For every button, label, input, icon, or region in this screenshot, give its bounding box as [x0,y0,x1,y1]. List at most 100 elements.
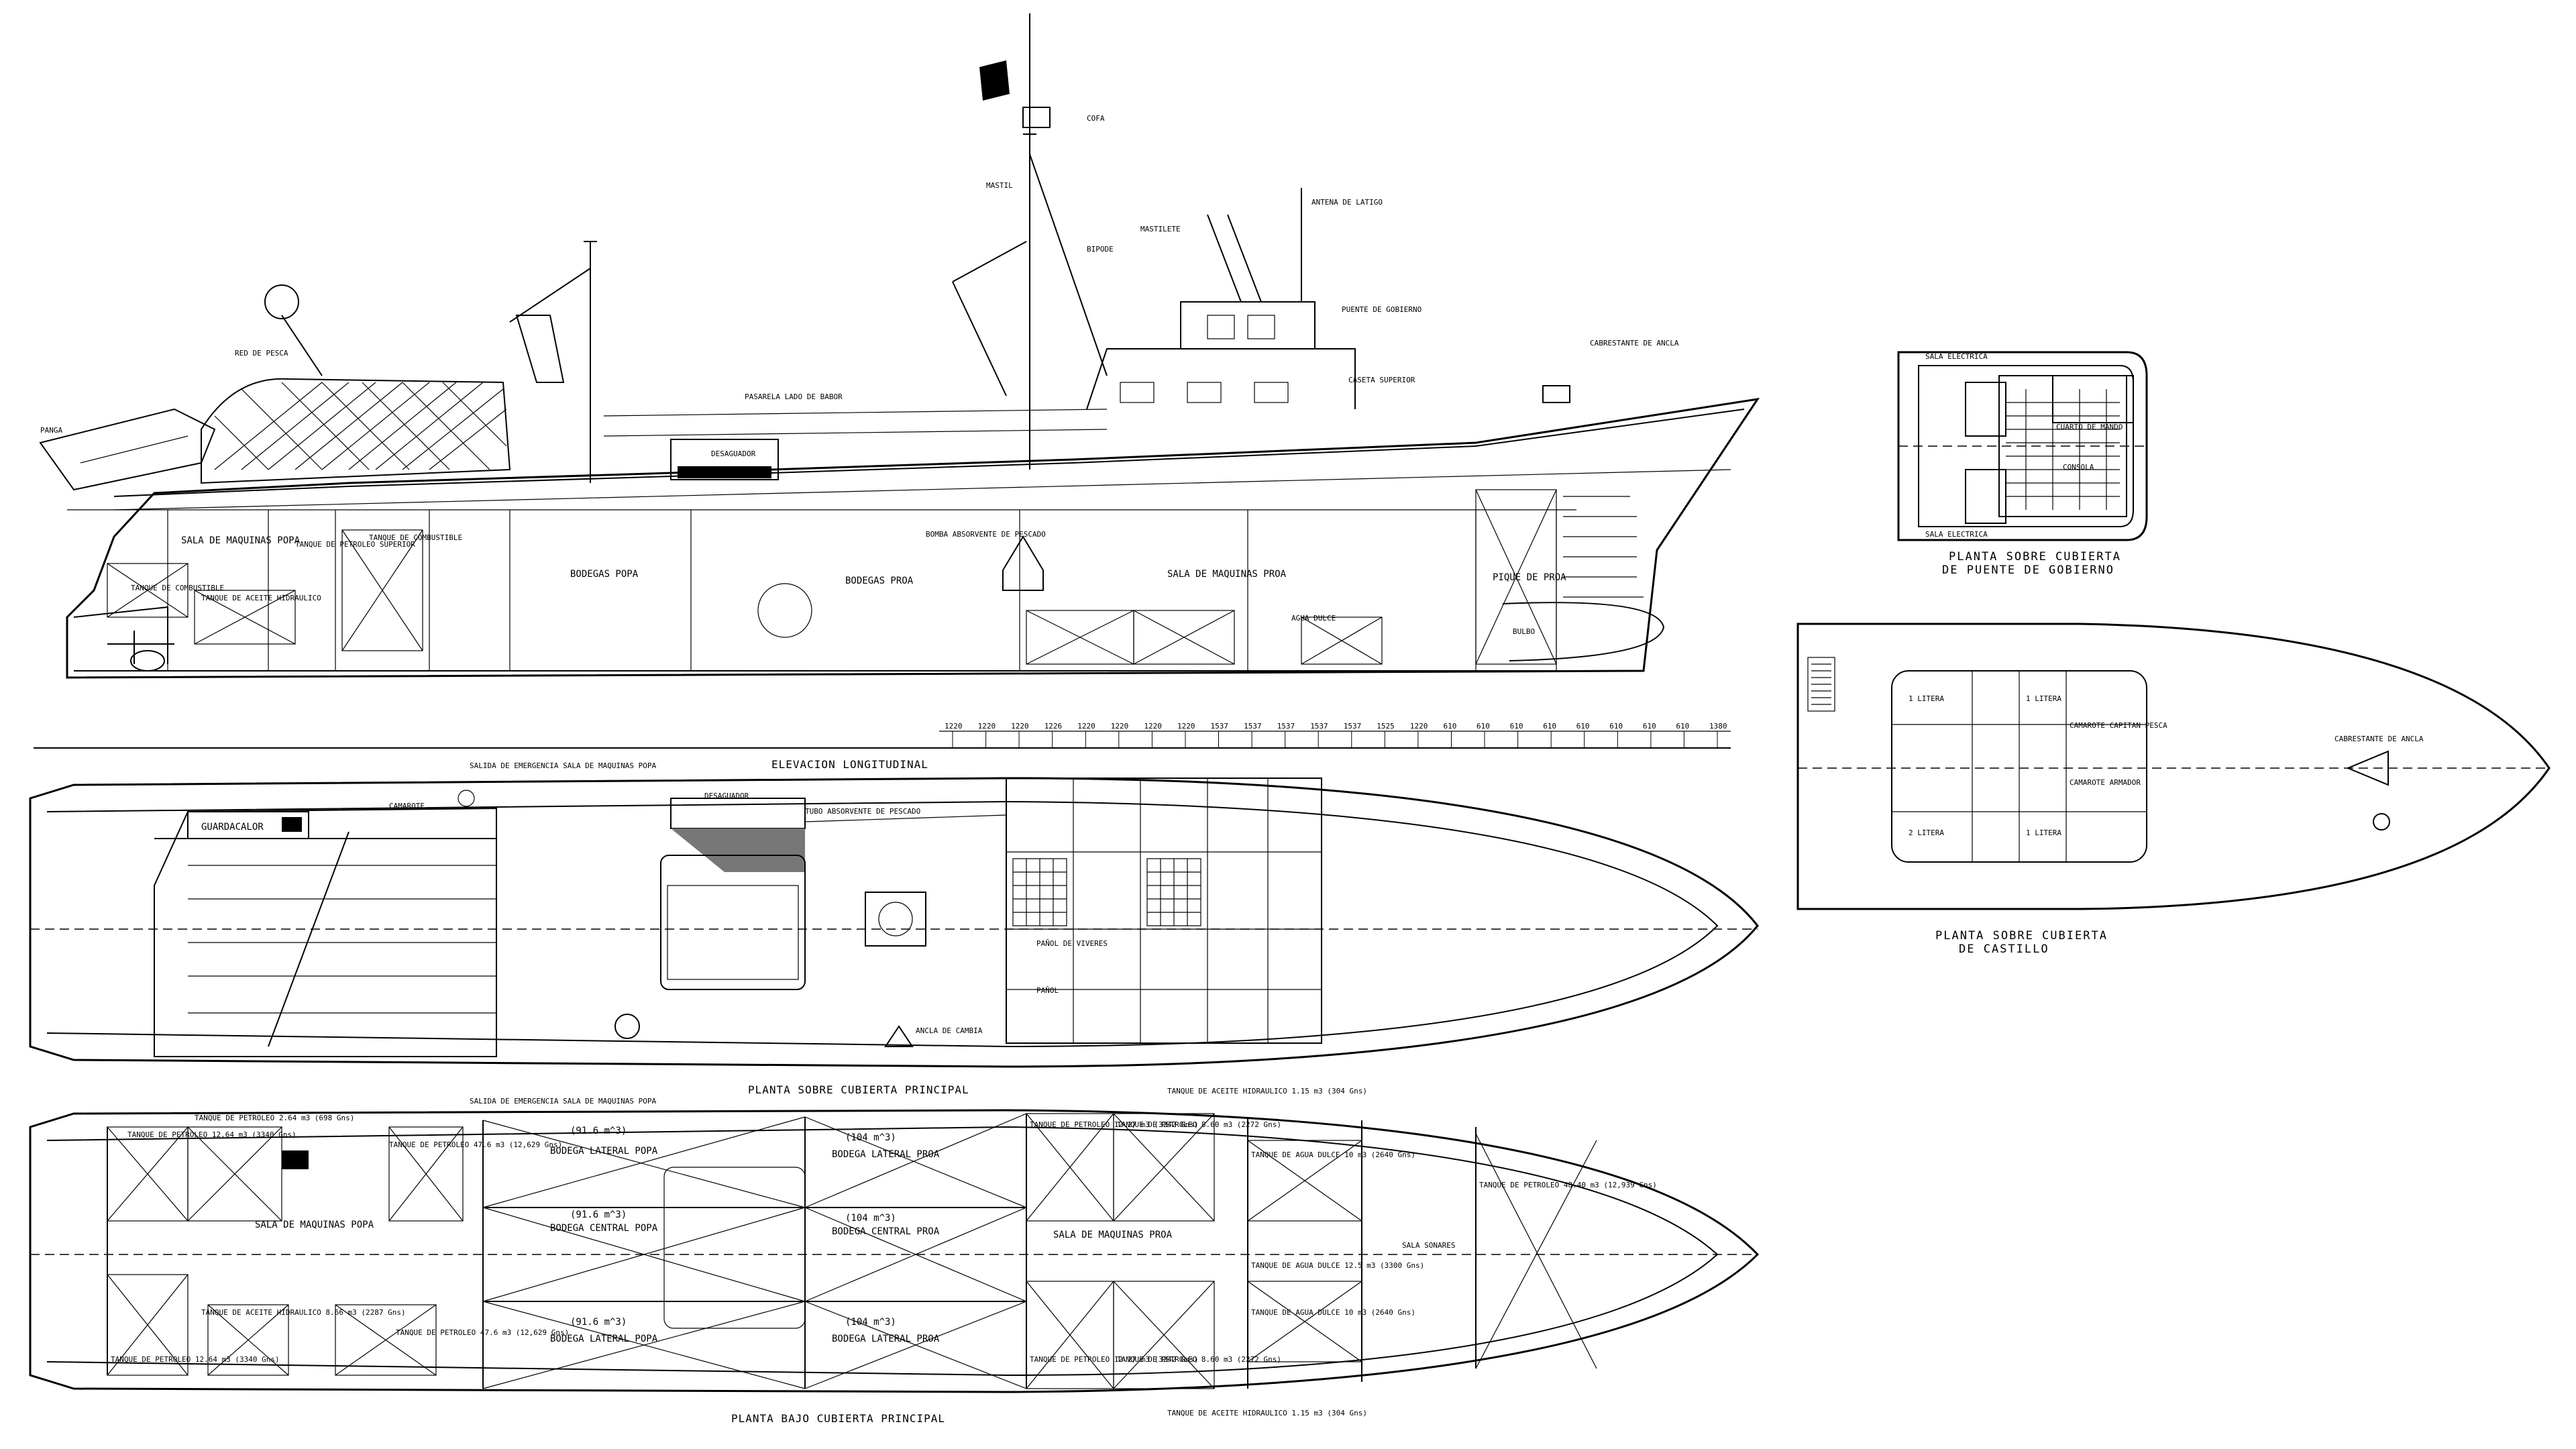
label-tanque-aceite-plan: TANQUE DE ACEITE HIDRAULICO 8.66 m3 (228… [201,1308,406,1317]
label-tp-1: TANQUE DE PETROLEO 12.64 m3 (3340 Gns) [127,1130,297,1139]
aft-crane-boom-plan [268,831,350,1047]
spacing-label: 1220 [1177,722,1195,731]
bridge-title-1: PLANTA SOBRE CUBIERTA [1949,550,2121,564]
spacing-label: 610 [1444,722,1457,731]
label-tp-2: TANQUE DE PETROLEO 2.64 m3 (698 Gns) [195,1114,354,1122]
spacing-label: 1220 [1410,722,1428,731]
label-pasarela: PASARELA LADO DE BABOR [745,392,843,401]
spacing-label: 610 [1477,722,1490,731]
label-sala-maquinas-proa: SALA DE MAQUINAS PROA [1167,569,1287,580]
spacing-label: 1220 [1144,722,1162,731]
spacing-label: 1226 [1044,722,1063,731]
panga-skiff [39,408,216,491]
label-tanque-combustible-2: TANQUE DE COMBUSTIBLE [131,584,224,592]
hull-outline [66,397,1760,679]
fwd-tank-boxes [1026,1113,1597,1389]
label-desaguador: DESAGUADOR [711,449,756,458]
label-vol-proa-1: (104 m^3) [845,1132,896,1143]
power-block [264,284,299,319]
rudder [107,631,174,664]
label-antena-latigo: ANTENA DE LATIGO [1311,198,1383,207]
forecastle-stair [1807,657,1835,712]
deckhouse [1086,348,1356,410]
spacing-label: 1220 [978,722,996,731]
label-bulbo: BULBO [1513,627,1535,636]
desaguador-box [670,798,806,829]
label-bod-cent-proa: BODEGA CENTRAL PROA [832,1226,940,1237]
label-sala-maquinas-popa-plan: SALA DE MAQUINAS POPA [255,1220,374,1230]
mast-base-icon [884,1025,914,1047]
spacing-label: 1537 [1310,722,1328,731]
label-ad-c: TANQUE DE AGUA DULCE 12.5 m3 (3300 Gns) [1251,1261,1424,1270]
label-salida-plan: SALIDA DE EMERGENCIA SALA DE MAQUINAS PO… [470,1097,657,1106]
bipod-leg [1029,154,1108,376]
label-puente-gobierno: PUENTE DE GOBIERNO [1342,305,1421,314]
spacing-label: 610 [1643,722,1656,731]
spacing-label: 610 [1609,722,1623,731]
accommodation-partitions [1006,778,1322,1043]
bridge-title-2: DE PUENTE DE GOBIERNO [1942,564,2114,577]
anchor-windlass [1542,385,1570,403]
label-panga: PANGA [40,426,62,435]
below-deck-plan: TANQUE DE PETROLEO 12.64 m3 (3340 Gns) T… [29,1087,1760,1425]
hold-crosses [482,1113,1027,1389]
label-tp-3: TANQUE DE PETROLEO 47.6 m3 (12,629 Gns) [389,1140,562,1149]
spacing-label: 1220 [1011,722,1029,731]
stern-skeg [73,606,168,664]
label-caseta-superior: CASETA SUPERIOR [1348,376,1415,384]
label-bridge-bot: SALA ELECTRICA [1925,530,1988,539]
label-sala-maquinas-proa-plan: SALA DE MAQUINAS PROA [1053,1230,1173,1240]
elevation-view: PANGA RED DE PESCA SALA DE MAQUINAS POPA… [34,13,1760,771]
aft-tank-boxes [107,1126,464,1376]
forecastle-title-2: DE CASTILLO [1959,943,2049,956]
spacing-label: 1220 [1111,722,1129,731]
accommodation-tile-hatch [1012,858,1201,926]
fish-pump [1002,535,1044,591]
label-tp-a: TANQUE DE PETROLEO 12.27 m3 (3242 Gns) [1030,1120,1199,1129]
bulbous-bow [1502,602,1665,661]
label-bomba-absorvente: BOMBA ABSORVENTE DE PESCADO [926,530,1046,539]
elevation-title: ELEVACION LONGITUDINAL [771,758,928,771]
label-bod-cent-popa: BODEGA CENTRAL POPA [550,1223,658,1234]
label-tp-5: TANQUE DE PETROLEO 47.6 m3 (12,629 Gns) [396,1328,569,1337]
fish-pump-tube [804,814,1007,822]
bulwark-line [113,469,1731,511]
label-ancla: ANCLA DE CAMBIA [916,1026,983,1035]
label-bod-lat-popa-2: BODEGA LATERAL POPA [550,1334,658,1344]
wheelhouse-windows [1120,315,1289,403]
label-tanque-combustible: TANQUE DE COMBUSTIBLE [369,533,462,542]
label-vol-popa-1: (91.6 m^3) [570,1126,627,1136]
propeller [130,650,165,672]
label-guardacalor: GUARDACALOR [201,822,264,833]
spacing-label: 610 [1510,722,1523,731]
label-cofa: COFA [1087,114,1105,123]
label-bod-lat-proa-1: BODEGA LATERAL PROA [832,1149,940,1160]
fwd-crane [952,241,1027,396]
railing [603,409,1108,437]
label-vol-popa-3: (91.6 m^3) [570,1317,627,1328]
aft-deck-rails [188,865,496,1014]
hold-hatch [660,855,806,990]
main-mast [1023,13,1036,470]
forecastle-plan: CAMAROTE CAPITAN PESCA CAMAROTE ARMADOR … [1796,623,2551,956]
anchor-winch-icon [2373,813,2390,830]
bridge-deck-plan: SALA ELECTRICA SALA ELECTRICA CUARTO DE … [1897,351,2148,577]
winch-plan [865,892,926,947]
spacing-label: 1537 [1277,722,1295,731]
label-cuarto-mando: CUARTO DE MANDO [2056,423,2123,431]
label-cabrestante: CABRESTANTE DE ANCLA [1590,339,1679,347]
spacing-label: 610 [1543,722,1556,731]
spacing-label: 610 [1676,722,1689,731]
label-vol-proa-2: (104 m^3) [845,1213,896,1224]
label-litera-2: 2 LITERA [1909,828,1944,837]
main-deck-plan: GUARDACALOR SALIDA DE EMERGENCIA SALA DE… [29,761,1759,1096]
spacing-label: 1537 [1244,722,1262,731]
label-cabrestante-castillo: CABRESTANTE DE ANCLA [2334,735,2424,743]
spacing-label: 1220 [945,722,963,731]
spacing-label: 1220 [1077,722,1095,731]
spacing-labels: 1220 1220 1220 1226 1220 1220 1220 1220 1537 1537… [945,722,1727,748]
label-agua-dulce: AGUA DULCE [1291,614,1336,623]
bridge-deck-planks [2006,389,2120,510]
label-bipode: BIPODE [1087,245,1114,254]
